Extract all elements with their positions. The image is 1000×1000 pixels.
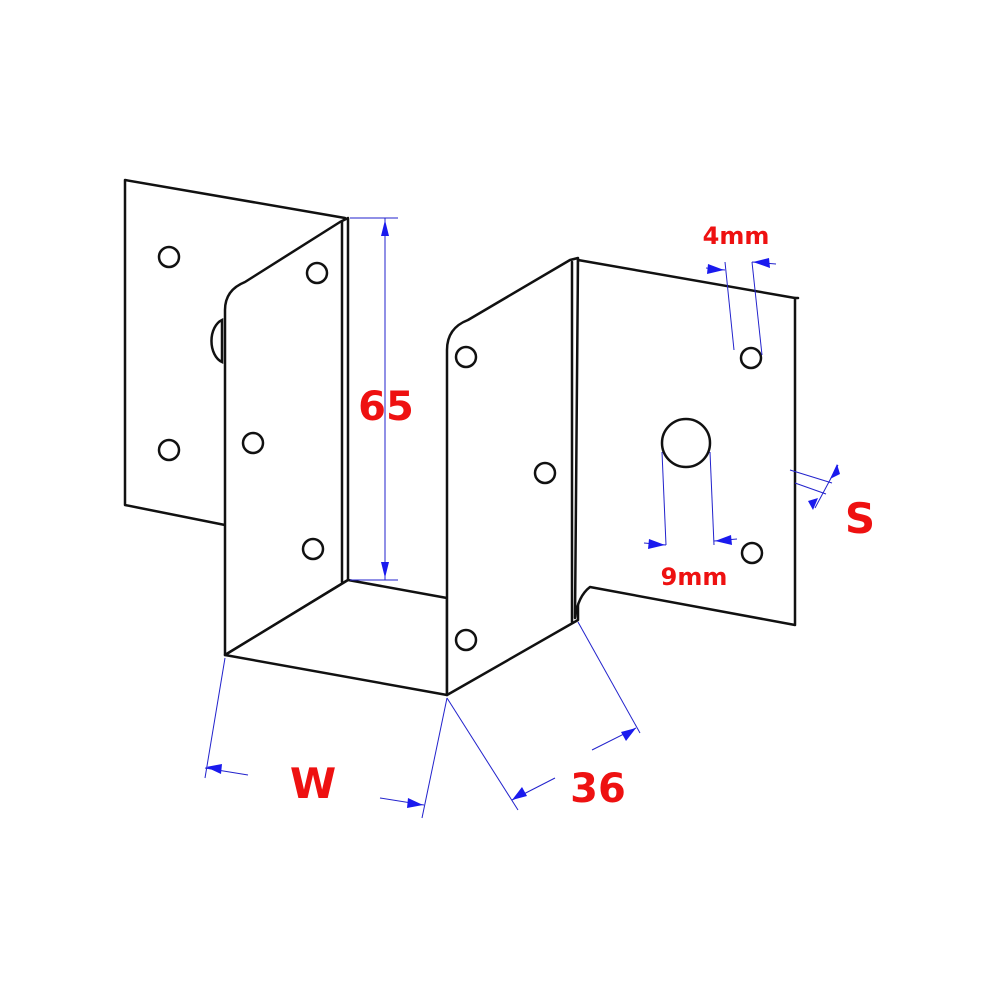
bolt-hole-partial — [210, 318, 224, 364]
nail-hole — [157, 245, 181, 269]
nail-hole — [739, 346, 763, 370]
dimension-width: W — [204, 657, 448, 819]
nail-hole — [157, 438, 181, 462]
nail-hole — [301, 537, 325, 561]
nail-hole — [533, 461, 557, 485]
nail-hole — [305, 261, 329, 285]
slot-width-label: 4mm — [703, 222, 770, 250]
bolt-hole — [660, 417, 712, 469]
height-label: 65 — [358, 384, 414, 430]
nail-hole — [241, 431, 265, 455]
thickness-label: S — [845, 494, 875, 543]
left-side-wall — [223, 216, 350, 657]
dimension-hole: 9mm — [643, 451, 738, 591]
right-back-flange — [573, 258, 800, 627]
right-side-wall — [445, 256, 580, 697]
width-label: W — [290, 759, 336, 808]
dimension-depth: 36 — [446, 621, 641, 812]
dimension-slot: 4mm — [703, 222, 777, 356]
nail-hole — [454, 628, 478, 652]
nail-hole — [740, 541, 764, 565]
dimension-height: 65 — [350, 217, 414, 581]
hole-diameter-label: 9mm — [661, 563, 728, 591]
depth-label: 36 — [570, 766, 626, 812]
nail-hole — [454, 345, 478, 369]
dimension-thickness: S — [789, 464, 875, 543]
